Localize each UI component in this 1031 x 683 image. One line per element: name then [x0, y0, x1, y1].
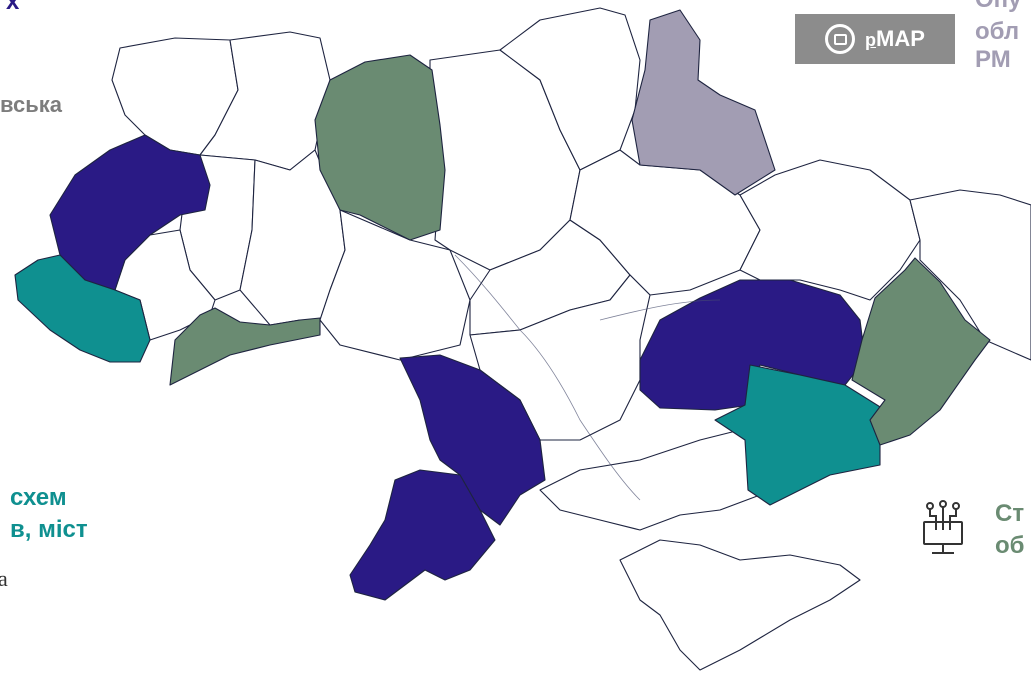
region-odesa — [349, 469, 496, 601]
region-vinnytsia — [319, 209, 471, 361]
region-zakarpattia — [14, 254, 151, 363]
pmap-logo-icon — [825, 24, 856, 54]
region-zhytomyr — [314, 54, 446, 241]
text-fragment-bottom-left-2: в, міст — [10, 516, 88, 543]
region-luhansk — [909, 189, 1031, 361]
text-fragment-left-mid: вська — [0, 92, 62, 117]
logo-text: MAP — [876, 26, 925, 51]
logo-prefix: p — [865, 30, 877, 50]
region-chernivtsi — [169, 307, 321, 386]
region-donetsk — [851, 257, 991, 446]
circuit-monitor-icon — [923, 500, 963, 554]
region-zaporizhzhia — [714, 364, 886, 506]
region-sumy — [631, 9, 776, 196]
pmap-logo: pMAP — [795, 14, 955, 64]
title-fragment-top-left: х — [6, 0, 20, 15]
text-fragment-right-2: об — [995, 532, 1025, 559]
text-fragment-right-1: Ст — [995, 500, 1025, 527]
text-fragment-top-right-3: РМ — [975, 46, 1011, 73]
region-kharkiv — [739, 159, 921, 301]
region-mykolaiv — [399, 354, 546, 526]
text-fragment-top-right-2: обл — [975, 18, 1020, 45]
region-crimea — [619, 539, 861, 671]
text-fragment-bottom-left-1: схем — [10, 484, 67, 511]
region-kherson — [539, 429, 771, 531]
text-fragment-bottom-left-3: а — [0, 566, 8, 591]
text-fragment-top-right-1: Опу — [975, 0, 1022, 14]
